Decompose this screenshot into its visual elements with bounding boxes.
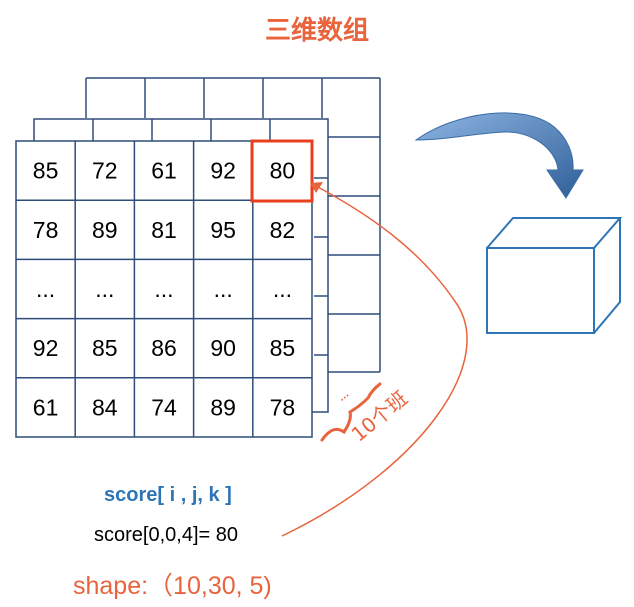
grid-cell-value: 61 xyxy=(33,394,59,420)
grid-cell-value: 95 xyxy=(210,217,236,243)
grid-cell-value: 90 xyxy=(210,335,236,361)
pointer-arrow xyxy=(281,185,468,537)
shape-caption: shape:（10,30, 5) xyxy=(73,572,272,600)
grid-cell-value: ... xyxy=(36,276,55,302)
grid-cell-value: ... xyxy=(154,276,173,302)
pointer-arrowhead xyxy=(310,182,323,193)
grid-cell-value: 85 xyxy=(33,158,59,184)
grid-cell-value: 80 xyxy=(270,158,296,184)
highlight-cell-box xyxy=(250,139,314,203)
grid-cell-value: ... xyxy=(214,276,233,302)
index-formula-caption: score[ i , j, k ] xyxy=(104,484,232,506)
grid-cell-value: 61 xyxy=(151,158,177,184)
grid-cell-value: 84 xyxy=(92,394,118,420)
cube-icon xyxy=(486,217,623,334)
grid-layer-front: 85 72 61 92 80 78 89 81 95 82............... 92 85 8… xyxy=(15,140,313,438)
grid-cell-value: 82 xyxy=(270,217,296,243)
page-title: 三维数组 xyxy=(264,16,369,46)
grid-cell-value: 92 xyxy=(210,158,236,184)
grid-cell-value: ... xyxy=(95,276,114,302)
blue-curved-arrow xyxy=(414,112,584,199)
grid-cell-value: 85 xyxy=(270,335,296,361)
grid-cell-value: 85 xyxy=(92,335,118,361)
grid-cell-value: 78 xyxy=(33,217,59,243)
grid-cell-value: 74 xyxy=(151,394,177,420)
grid-cell-value: 89 xyxy=(92,217,118,243)
grid-cell-value: 92 xyxy=(33,335,59,361)
grid-cell-value: ... xyxy=(273,276,292,302)
grid-cell-value: 72 xyxy=(92,158,118,184)
grid-cell-value: 86 xyxy=(151,335,177,361)
stack-brace xyxy=(320,382,382,442)
grid-cell-value: 78 xyxy=(270,394,296,420)
index-example-caption: score[0,0,4]= 80 xyxy=(94,524,238,546)
grid-cell-value: 81 xyxy=(151,217,177,243)
grid-cell-value: 89 xyxy=(210,394,236,420)
